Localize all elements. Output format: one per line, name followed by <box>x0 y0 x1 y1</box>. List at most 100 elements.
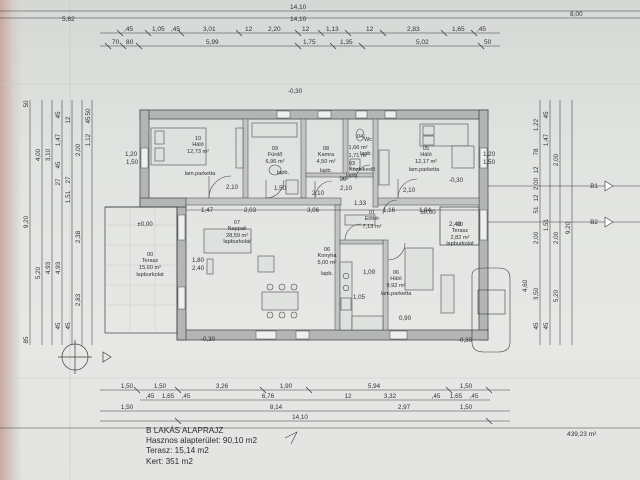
dim-elev: 2,10 <box>403 187 416 194</box>
room-name: Előtér <box>365 216 380 222</box>
room-floor: lapburkolat <box>136 272 164 278</box>
window-mark: 1,50 <box>126 159 139 166</box>
dim-elev: 2,10 <box>312 190 325 197</box>
dim-right: 2,00 <box>533 231 540 244</box>
dim-bottom: ,45 <box>146 393 155 400</box>
dim-interior: 1,84 <box>419 207 432 214</box>
dim-right: 3,50 <box>533 287 540 300</box>
room-number: 07 <box>234 220 240 226</box>
dim-top-seg: ,45 <box>171 26 180 33</box>
dim-left: 1,47 <box>55 133 62 146</box>
dim-elev: 2,10 <box>340 185 353 192</box>
room-floor: lapburkolat <box>446 241 474 247</box>
dim-top-seg: 2,83 <box>407 26 420 33</box>
dim-left: 45 <box>85 116 92 124</box>
dim-left: 85 <box>23 336 30 344</box>
room-number: 03 <box>349 161 355 167</box>
dim-right: 9,20 <box>565 221 572 234</box>
dim-left: 1,12 <box>85 133 92 146</box>
room-area: 2,82 m² <box>451 235 470 241</box>
dim-bottom: 3,26 <box>216 383 229 390</box>
room-name: Háló <box>390 276 402 282</box>
garden-area-label: Kert: <box>146 456 164 466</box>
dim-interior: 2,40 <box>449 221 462 228</box>
terrace-area-value: 15,14 m2 <box>174 446 209 456</box>
dim-top-middle: 14,10 <box>290 16 307 23</box>
dim-interior: 1,33 <box>354 200 367 207</box>
dim-left: 45 <box>65 322 72 330</box>
room-area: 1,71 m² <box>349 153 368 159</box>
window-mark: 1,50 <box>483 159 496 166</box>
dim-left: 2,00 <box>75 143 82 156</box>
dim-top-seg: 1,13 <box>326 26 339 33</box>
dim-bottom: 1,50 <box>121 383 134 390</box>
room-number: 04 <box>357 134 363 140</box>
room-area: 7,13 m² <box>363 224 382 230</box>
room-name: Kamra <box>318 152 335 158</box>
room-floor: lam.parketta <box>185 171 217 177</box>
dim-left: 45 <box>55 161 62 169</box>
plot-area: 439,23 m² <box>567 431 597 438</box>
room-name: Terasz <box>142 258 159 264</box>
dim-right: 1,51 <box>543 218 550 231</box>
dim-right: 12 <box>533 194 540 202</box>
dim-left: 2,38 <box>75 230 82 243</box>
plan-legend: B LAKÁS ALAPRAJZ Hasznos alapterület: 90… <box>146 426 257 467</box>
dim-top-seg: 12 <box>366 26 374 33</box>
dim-right: 4,60 <box>522 279 529 292</box>
elevation-label: ±0,00 <box>420 209 436 216</box>
dim-right: 45 <box>533 322 540 330</box>
dim-bottom: 5,94 <box>368 383 381 390</box>
dim-top-left: 5,82 <box>62 16 75 23</box>
dim-elev: 0,90 <box>399 315 412 322</box>
room-name: Konyha <box>318 253 338 259</box>
dim-left: 9,20 <box>23 215 30 228</box>
room-number: 01 <box>369 210 375 216</box>
window-mark: 1,05 <box>353 294 366 301</box>
dim-interior: 1,16 <box>383 207 396 214</box>
dim-top-seg2: 80 <box>126 39 134 46</box>
dim-bottom: 1,50 <box>121 404 134 411</box>
dim-bottom: 1,50 <box>460 383 473 390</box>
room-floor: lapb. <box>320 168 333 174</box>
window-mark: 1,20 <box>125 151 138 158</box>
dim-top-seg: ,45 <box>124 26 133 33</box>
garden-area-value: 351 m2 <box>165 456 193 466</box>
dim-top-seg2: 5,02 <box>416 39 429 46</box>
room-floor: lapb. <box>321 271 334 277</box>
dim-right: 45 <box>543 111 550 119</box>
room-name: Wc <box>364 137 372 143</box>
room-number: 00 <box>457 222 463 228</box>
dim-right: 51 <box>533 206 540 214</box>
usable-area-row: Hasznos alapterület: 90,10 m2 <box>146 436 257 446</box>
dim-left: 45 <box>55 322 62 330</box>
dim-left: 4,00 <box>35 148 42 161</box>
dim-bottom: 3,32 <box>384 393 397 400</box>
dim-right: 2,00 <box>533 177 540 190</box>
dim-left: 27 <box>55 178 62 186</box>
dim-top-seg: 12 <box>245 26 253 33</box>
dim-top-seg: 2,20 <box>268 26 281 33</box>
dim-bottom: ,45 <box>182 393 191 400</box>
room-name: Háló <box>192 142 204 148</box>
dim-top-total: 14,10 <box>290 4 307 11</box>
dim-bottom: 1,65 <box>450 393 463 400</box>
section-mark: B1 <box>590 183 598 190</box>
dim-bottom: 6,76 <box>262 393 275 400</box>
window-mark: 2,40 <box>192 265 205 272</box>
dim-top-seg2: 50 <box>484 39 492 46</box>
dim-right: 12 <box>533 166 540 174</box>
dim-left: 45 <box>55 111 62 119</box>
terrace-area-row: Terasz: 15,14 m2 <box>146 446 257 456</box>
room-number: 00 <box>147 252 153 258</box>
room-floor: lapb. <box>360 151 373 157</box>
dim-right: 1,47 <box>543 133 550 146</box>
room-floor: lapburkolat <box>223 239 251 245</box>
level-mark: -0,30 <box>201 336 216 343</box>
room-area: 9,92 m² <box>387 283 406 289</box>
dim-top-seg: 12 <box>302 26 310 33</box>
room-name: Nappali <box>228 226 247 232</box>
room-area: 1,66 m² <box>349 145 368 151</box>
plan-title: B LAKÁS ALAPRAJZ <box>146 426 224 435</box>
